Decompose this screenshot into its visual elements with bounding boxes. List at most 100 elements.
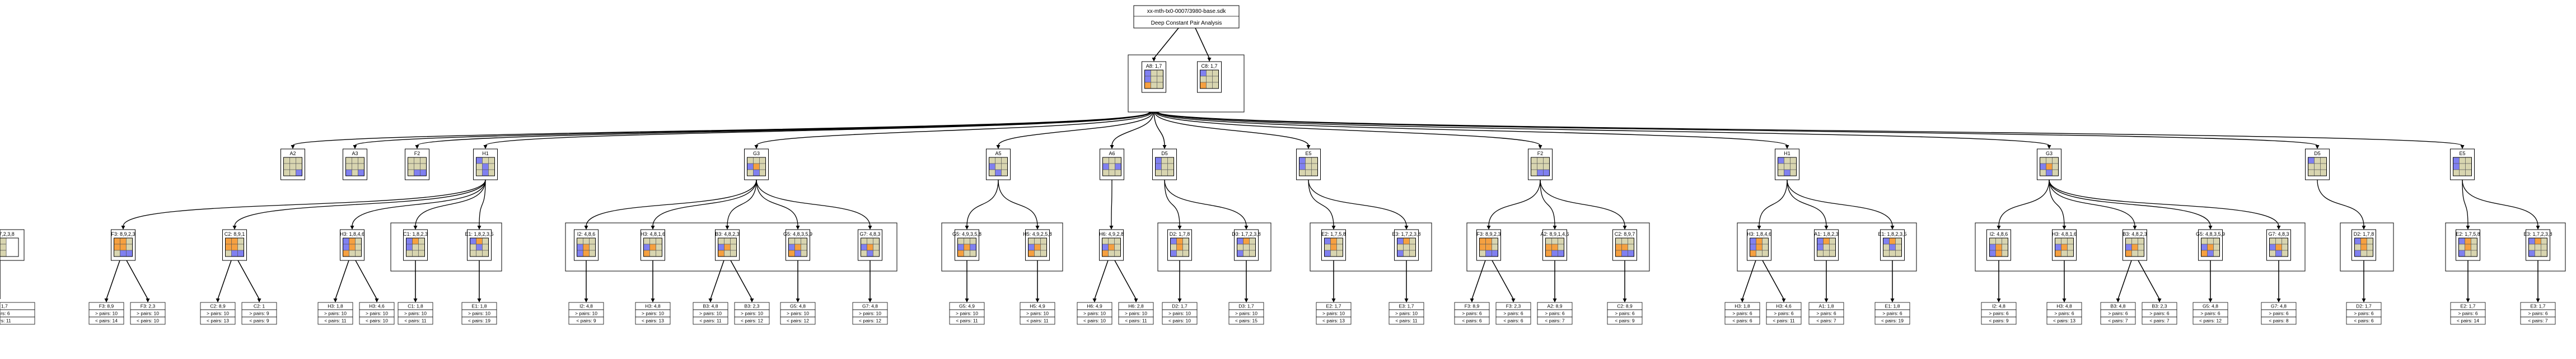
leaf-stat: < pairs: 7 <box>2108 318 2128 324</box>
grid-cell <box>2354 250 2361 257</box>
grid-cell <box>1883 244 1890 251</box>
grid-cell <box>283 157 290 164</box>
level1-node: A2 <box>280 148 305 180</box>
grid-cell <box>418 244 425 251</box>
grid-cell <box>345 169 352 176</box>
grid-cell <box>2282 250 2288 257</box>
grid-cell <box>1790 169 1797 176</box>
grid-cell <box>1531 163 1537 170</box>
grid-cell <box>296 163 302 170</box>
grid-cell <box>1114 237 1121 245</box>
grid-border <box>1615 237 1634 257</box>
level2-node: E1: 1,8,2,3,5 <box>465 229 494 261</box>
grid-cell <box>2458 237 2465 245</box>
edge-line <box>1787 179 1827 227</box>
leaf-stat: > pairs: 6 <box>1816 311 1836 316</box>
grid-cell <box>1157 82 1163 89</box>
grid-cell <box>126 244 133 251</box>
grid-cell <box>1115 169 1121 176</box>
grid-cell <box>1109 157 1115 164</box>
leaf-label: A2: 8,9 <box>1548 304 1563 309</box>
leaf-stat: > pairs: 6 <box>2108 311 2128 316</box>
grid-cell <box>1212 82 1219 89</box>
grid-cell <box>237 237 244 245</box>
leaf-stat: > pairs: 9 <box>249 311 269 316</box>
grid-cell <box>2138 244 2144 251</box>
grid-cell <box>643 237 650 245</box>
edge-line <box>1094 260 1109 300</box>
grid-cell <box>1790 157 1797 164</box>
grid-border <box>718 237 737 257</box>
leaf-stat-cell <box>2046 316 2082 325</box>
leaf-stat: < pairs: 7 <box>2149 318 2169 324</box>
node-label: D3: 1,7,2,3,8 <box>0 231 15 237</box>
grid-cell <box>414 157 420 164</box>
grid-cell <box>406 244 413 251</box>
leaf-label: B3: 2,3 <box>745 304 760 309</box>
arrow-head <box>415 145 419 149</box>
grid-cell <box>1182 244 1189 251</box>
node-label: D3: 1,7,2,3,8 <box>1232 231 1261 237</box>
leaf-label: H3: 1,8 <box>328 304 343 309</box>
leaf-label: D2: 1,7 <box>2356 304 2372 309</box>
grid-cell <box>1167 169 1174 176</box>
group-8: I2: 4,8,6I2: 4,8> pairs: 6< pairs: 9H3: … <box>1975 179 2306 325</box>
arrow-head <box>1997 226 2001 230</box>
leaf-stat-cell <box>2520 316 2556 325</box>
grid-border <box>1397 237 1416 257</box>
grid-cell <box>724 237 731 245</box>
grid-cell <box>2282 244 2288 251</box>
grid-cell <box>1200 76 1207 83</box>
grid-cell <box>1182 250 1189 257</box>
leaf-label: E1: 1,8 <box>1885 304 1900 309</box>
grid-cell <box>1324 244 1331 251</box>
grid-cell <box>1324 237 1331 245</box>
grid-cell <box>343 237 349 245</box>
arrow-head <box>1997 299 2001 302</box>
grid-border <box>1102 237 1121 257</box>
grid-cell <box>358 169 364 176</box>
arrow-head <box>796 299 800 302</box>
grid-cell <box>1243 250 1250 257</box>
cluster-frame <box>1975 222 2306 272</box>
grid-cell <box>1206 82 1213 89</box>
grid-cell <box>583 244 590 251</box>
arrow-head <box>2062 299 2067 302</box>
leaf-label: C2: 8,9 <box>210 304 226 309</box>
grid-cell <box>867 237 873 245</box>
grid-cell <box>2131 244 2138 251</box>
leaf-label: G7: 4,8 <box>2271 304 2287 309</box>
grid-cell <box>352 169 358 176</box>
grid-border <box>1479 237 1498 257</box>
leaf-node: E2: 1,7> pairs: 6< pairs: 14 <box>2450 302 2486 325</box>
grid-border <box>408 157 427 176</box>
cluster-frame <box>2445 222 2566 272</box>
arrow-head <box>2116 299 2120 302</box>
grid-cell <box>1403 237 1410 245</box>
leaf-stat: < pairs: 11 <box>1125 318 1147 324</box>
grid-cell <box>358 163 364 170</box>
edge-line <box>123 179 486 227</box>
grid-cell <box>2207 237 2214 245</box>
grid-cell <box>1170 250 1177 257</box>
grid-cell <box>2269 244 2276 251</box>
grid-border <box>957 237 976 257</box>
grid-cell <box>1615 244 1622 251</box>
grid-cell <box>1144 82 1151 89</box>
level2-node: H3: 4,8,1,6 <box>641 229 665 261</box>
grid-cell <box>873 237 880 245</box>
grid-border <box>114 237 133 257</box>
grid-cell <box>2541 237 2547 245</box>
grid-cell <box>759 163 766 170</box>
grid-cell <box>2314 169 2321 176</box>
grid-cell <box>1336 237 1343 245</box>
grid-border <box>1028 237 1047 257</box>
grid-cell <box>1784 157 1790 164</box>
leaf-stat: < pairs: 13 <box>642 318 664 324</box>
leaf-stat: > pairs: 6 <box>1989 311 2008 316</box>
grid-border <box>345 157 364 176</box>
grid-cell <box>412 237 419 245</box>
grid-cell <box>964 237 970 245</box>
grid-cell <box>1311 169 1318 176</box>
grid-border <box>283 157 302 176</box>
